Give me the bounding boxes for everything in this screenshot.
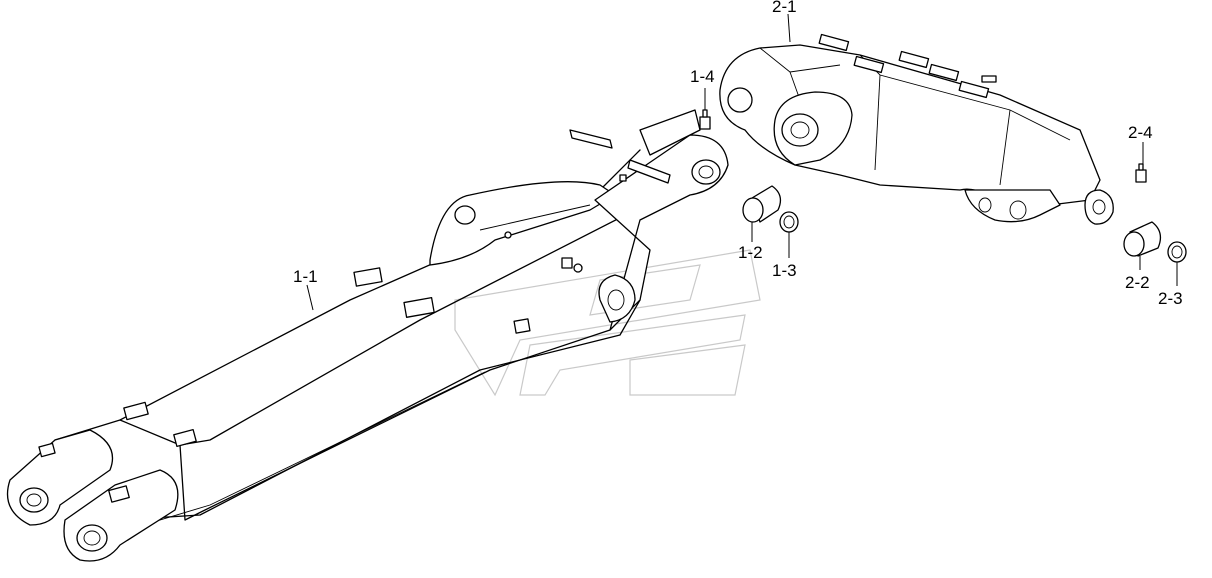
arm-part-1-1	[6, 109, 729, 562]
boom-part-2-1	[719, 33, 1114, 225]
watermark-logo	[454, 249, 761, 397]
bushing-part-1-2	[742, 185, 782, 223]
bushing-part-2-2	[1123, 221, 1162, 257]
callout-1-4: 1-4	[690, 67, 715, 86]
leader-lines	[306, 13, 1178, 311]
callout-2-2: 2-2	[1125, 273, 1150, 292]
callout-2-3: 2-3	[1158, 289, 1183, 308]
ring-part-2-3	[1167, 241, 1187, 263]
ring-part-1-3	[779, 211, 799, 233]
grease-fitting-part-1-4	[699, 109, 711, 130]
grease-fitting-part-2-4	[1135, 163, 1147, 183]
callout-1-1: 1-1	[293, 267, 318, 286]
callout-1-2: 1-2	[738, 243, 763, 262]
callout-labels: 1-1 1-2 1-3 1-4 2-1 2-2 2-3 2-4	[293, 0, 1183, 308]
callout-2-1: 2-1	[772, 0, 797, 16]
callout-1-3: 1-3	[772, 261, 797, 280]
callout-2-4: 2-4	[1128, 123, 1153, 142]
